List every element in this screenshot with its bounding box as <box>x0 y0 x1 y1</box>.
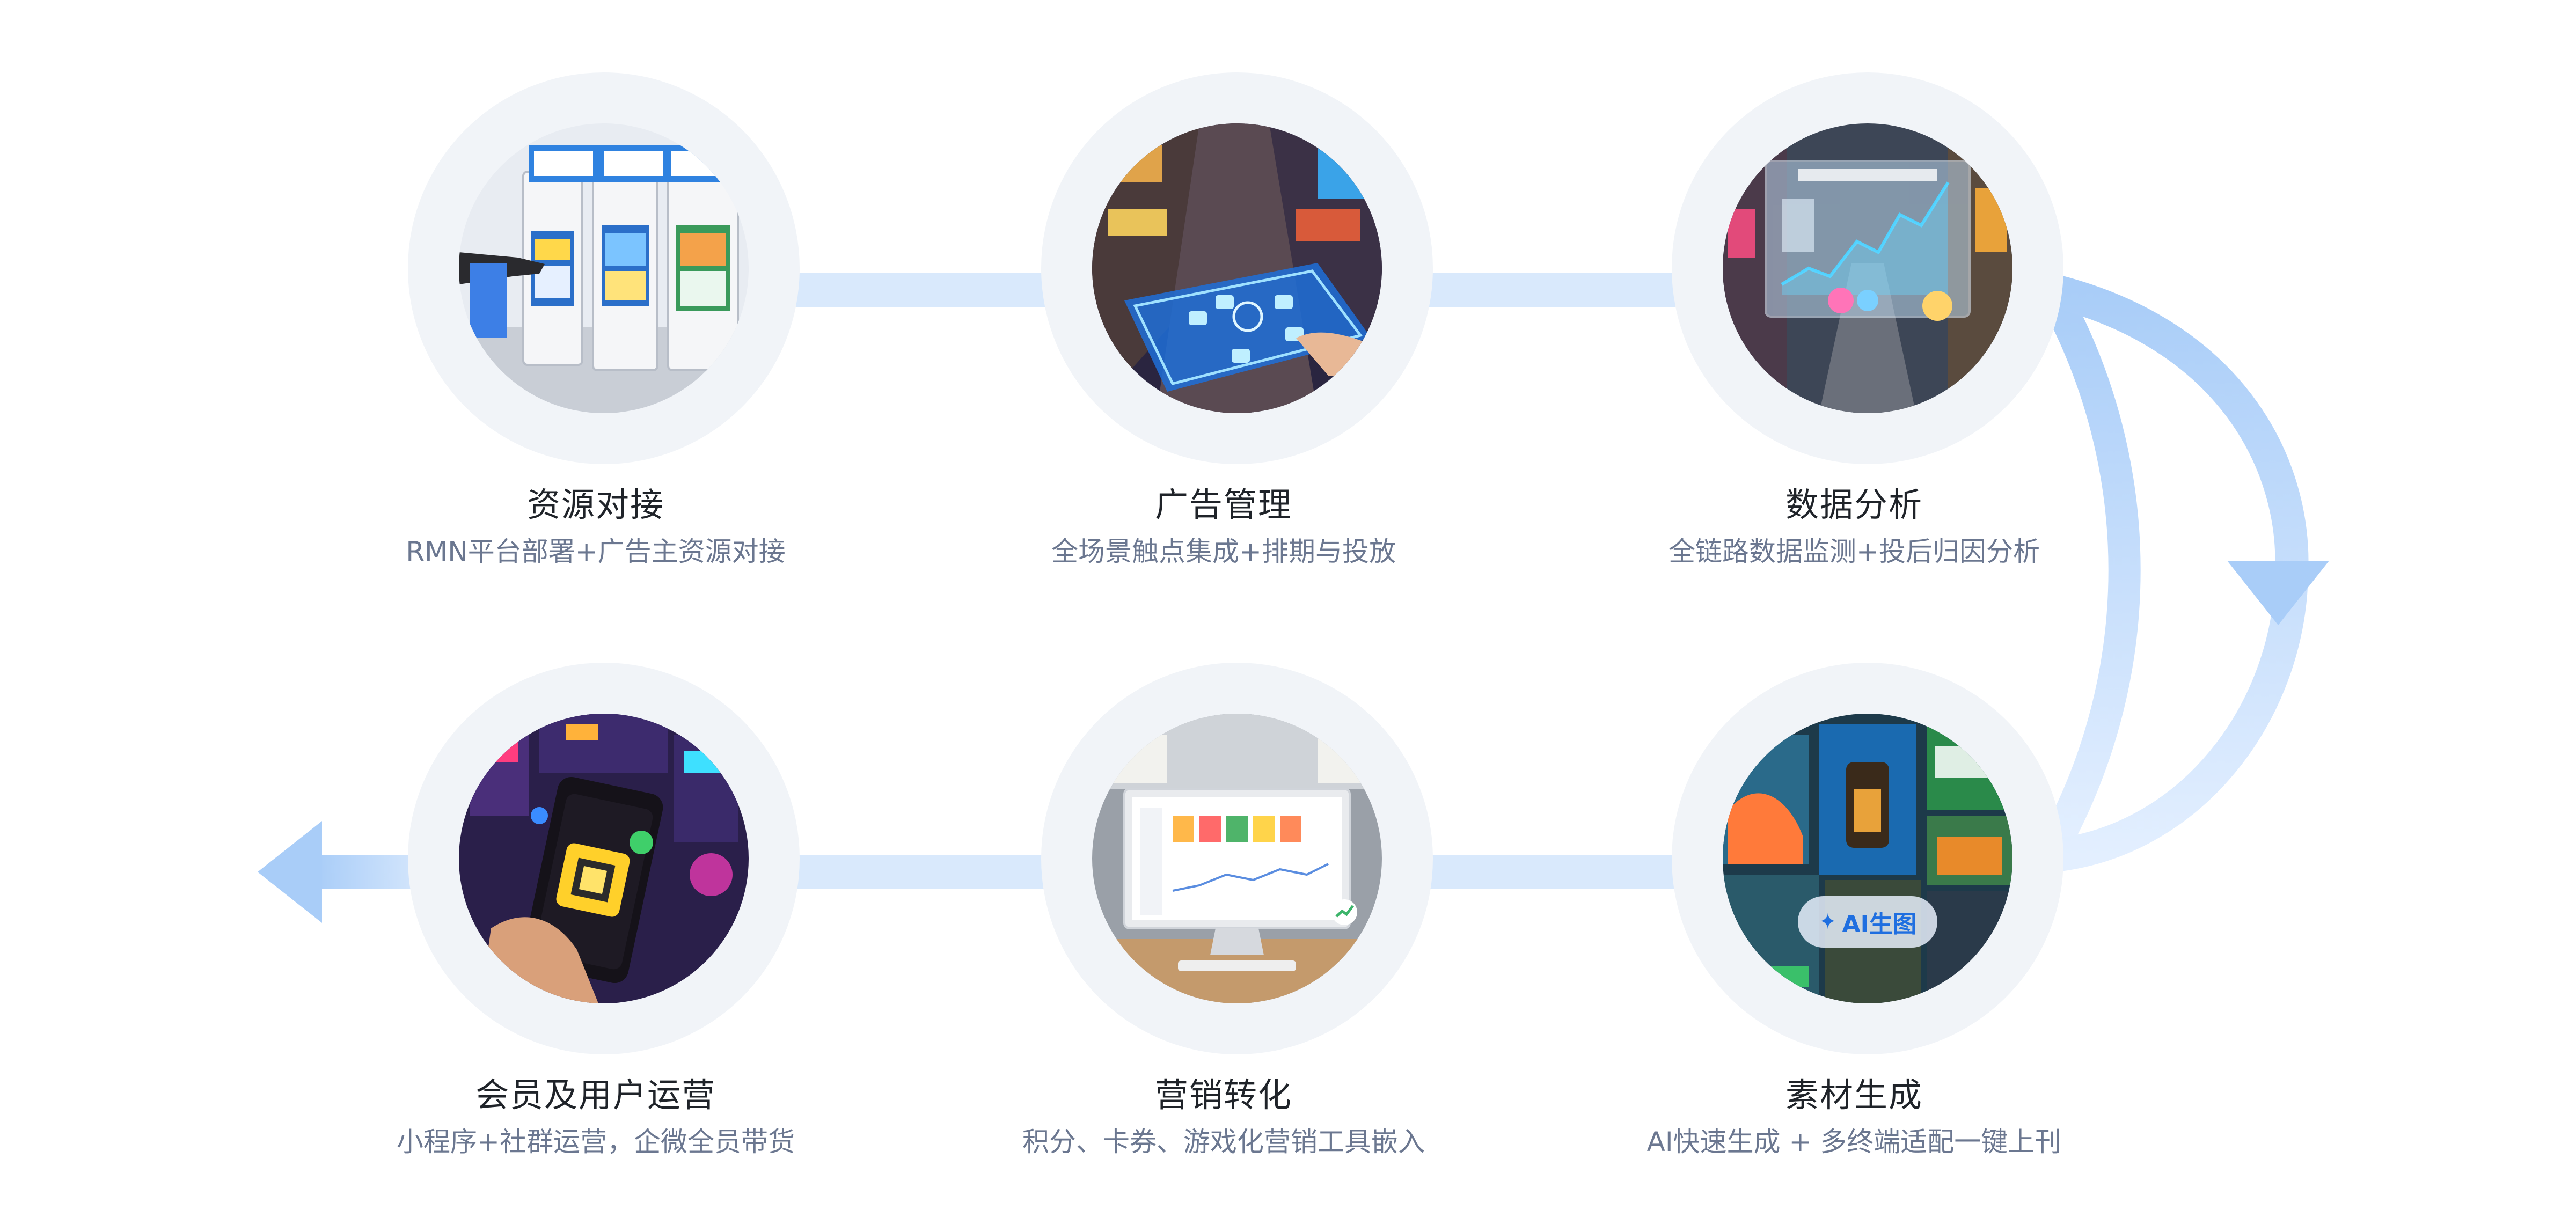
stage-desc: RMN平台部署+广告主资源对接 <box>406 536 786 567</box>
return-curve <box>2041 290 2141 850</box>
stage-desc: AI快速生成 + 多终端适配一键上刊 <box>1646 1126 2062 1157</box>
stage-title: 数据分析 <box>1785 485 1923 524</box>
spark-icon: ✦ <box>1819 910 1837 934</box>
arrow-down-icon <box>2227 561 2329 625</box>
arrow-left-icon <box>258 821 322 923</box>
ai-badge: ✦ AI生图 <box>1798 896 1937 948</box>
connector-5-4 <box>784 855 1052 889</box>
ai-poster-collage-image: ✦ AI生图 <box>1723 714 2012 1003</box>
data-dashboard-image <box>1723 123 2012 413</box>
stage-title: 会员及用户运营 <box>475 1075 716 1114</box>
stage-title: 素材生成 <box>1785 1075 1923 1114</box>
desktop-monitor-image <box>1092 714 1382 1003</box>
connector-1-2 <box>784 273 1052 307</box>
connector-2-3 <box>1417 273 1685 307</box>
stage-title: 广告管理 <box>1154 485 1292 524</box>
city-touchpanel-image <box>1092 123 1382 413</box>
ai-badge-label: AI生图 <box>1842 911 1916 938</box>
stage-title: 资源对接 <box>526 485 664 524</box>
stage-desc: 积分、卡券、游戏化营销工具嵌入 <box>1022 1126 1425 1157</box>
phone-qrcode-image <box>459 714 749 1003</box>
stage-title: 营销转化 <box>1154 1075 1292 1114</box>
stage-desc: 小程序+社群运营，企微全员带货 <box>397 1126 795 1157</box>
connector-6-5 <box>1417 855 1685 889</box>
stage-desc: 全场景触点集成+排期与投放 <box>1051 536 1396 567</box>
arrow-left-shaft <box>317 855 424 889</box>
kiosk-image <box>459 123 749 413</box>
stage-desc: 全链路数据监测+投后归因分析 <box>1668 536 2040 567</box>
